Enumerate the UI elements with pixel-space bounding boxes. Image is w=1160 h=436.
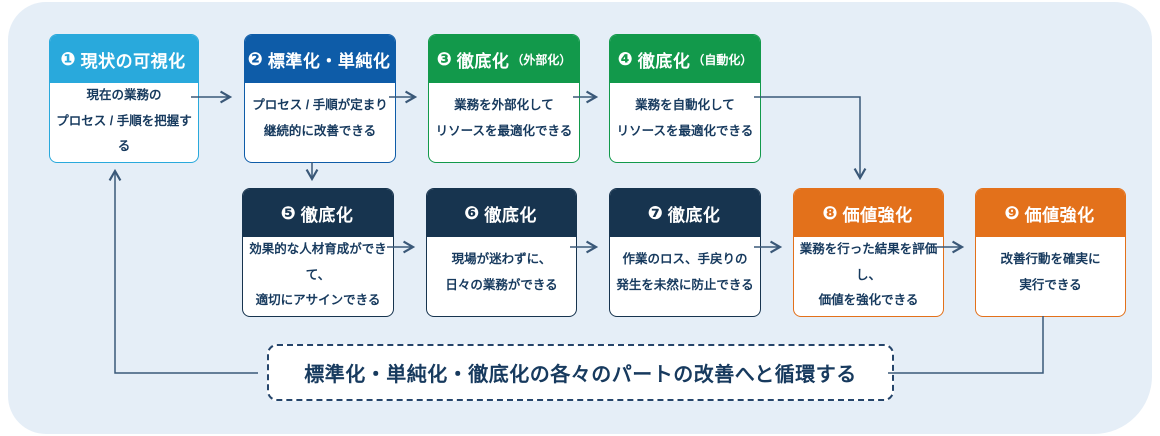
step-box-3-thoroughness-outsourcing: ❸ 徹底化 （外部化） 業務を外部化して リソースを最適化できる	[428, 34, 580, 163]
step-9-header: ❾ 価値強化	[976, 189, 1125, 237]
step-6-description-line2: 日々の業務ができる	[445, 277, 558, 292]
step-1-header: ❶ 現状の可視化	[50, 35, 198, 83]
step-7-number-icon: ❼	[647, 203, 663, 223]
step-3-title-suffix: （外部化）	[511, 52, 572, 67]
step-4-title: 徹底化	[637, 51, 691, 71]
step-2-description-line2: 継続的に改善できる	[263, 123, 377, 138]
step-6-header: ❻ 徹底化	[427, 189, 576, 237]
step-box-9-value-enhancement: ❾ 価値強化 改善行動を確実に 実行できる	[975, 188, 1126, 317]
step-box-1-visualization: ❶ 現状の可視化 現在の業務の プロセス / 手順を把握する	[49, 34, 199, 163]
step-box-4-thoroughness-automation: ❹ 徹底化 （自動化） 業務を自動化して リソースを最適化できる	[609, 34, 761, 163]
step-3-number-icon: ❸	[436, 49, 452, 69]
step-box-8-value-enhancement: ❽ 価値強化 業務を行った結果を評価し、 価値を強化できる	[793, 188, 944, 317]
step-3-description-line1: 業務を外部化して	[454, 97, 554, 112]
step-2-number-icon: ❷	[247, 49, 263, 69]
step-1-description-line1: 現在の業務の	[86, 88, 162, 102]
step-2-description: プロセス / 手順が定まり 継続的に改善できる	[245, 83, 395, 162]
step-4-description-line1: 業務を自動化して	[635, 97, 735, 112]
step-2-header: ❷ 標準化・単純化	[245, 35, 395, 83]
step-2-description-line1: プロセス / 手順が定まり	[252, 97, 388, 112]
step-3-title: 徹底化	[456, 51, 510, 71]
step-5-number-icon: ❺	[280, 203, 296, 223]
step-6-title: 徹底化	[484, 205, 537, 225]
step-5-description-line2: 適切にアサインできる	[255, 293, 381, 308]
step-5-title: 徹底化	[300, 205, 354, 225]
step-3-description: 業務を外部化して リソースを最適化できる	[429, 83, 579, 162]
step-2-title: 標準化・単純化	[267, 51, 391, 71]
loop-note-text: 標準化・単純化・徹底化の各々のパートの改善へと循環する	[304, 364, 857, 386]
step-8-number-icon: ❽	[822, 203, 838, 223]
step-box-5-thoroughness: ❺ 徹底化 効果的な人材育成ができて、 適切にアサインできる	[242, 188, 394, 317]
step-9-description: 改善行動を確実に 実行できる	[976, 237, 1125, 316]
step-9-description-line1: 改善行動を確実に	[1000, 251, 1101, 266]
step-7-description: 作業のロス、手戻りの 発生を未然に防止できる	[610, 237, 760, 316]
step-8-header: ❽ 価値強化	[794, 189, 943, 237]
step-6-description-line1: 現場が迷わずに、	[451, 251, 552, 266]
step-9-title: 価値強化	[1024, 205, 1095, 225]
step-8-description-line2: 価値を強化できる	[818, 293, 919, 308]
step-1-description: 現在の業務の プロセス / 手順を把握する	[50, 83, 198, 162]
loop-note-box: 標準化・単純化・徹底化の各々のパートの改善へと循環する	[267, 344, 894, 401]
step-box-6-thoroughness: ❻ 徹底化 現場が迷わずに、 日々の業務ができる	[426, 188, 577, 317]
process-flow-diagram-panel: ❶ 現状の可視化 現在の業務の プロセス / 手順を把握する ❷ 標準化・単純化…	[8, 2, 1152, 434]
step-7-description-line1: 作業のロス、手戻りの	[622, 251, 748, 266]
step-4-description-line2: リソースを最適化できる	[616, 123, 754, 138]
step-1-title: 現状の可視化	[80, 51, 186, 71]
step-6-description: 現場が迷わずに、 日々の業務ができる	[427, 237, 576, 316]
step-box-2-standardization: ❷ 標準化・単純化 プロセス / 手順が定まり 継続的に改善できる	[244, 34, 396, 163]
step-box-7-thoroughness: ❼ 徹底化 作業のロス、手戻りの 発生を未然に防止できる	[609, 188, 761, 317]
step-5-description: 効果的な人材育成ができて、 適切にアサインできる	[243, 237, 393, 316]
step-1-description-line2: プロセス / 手順を把握する	[56, 113, 192, 154]
step-4-description: 業務を自動化して リソースを最適化できる	[610, 83, 760, 162]
step-4-title-suffix: （自動化）	[692, 52, 753, 67]
step-7-description-line2: 発生を未然に防止できる	[616, 277, 754, 292]
step-9-number-icon: ❾	[1004, 203, 1020, 223]
step-8-title: 価値強化	[842, 205, 913, 225]
step-5-description-line1: 効果的な人材育成ができて、	[249, 242, 387, 282]
step-4-header: ❹ 徹底化 （自動化）	[610, 35, 760, 83]
step-3-header: ❸ 徹底化 （外部化）	[429, 35, 579, 83]
step-1-number-icon: ❶	[60, 49, 76, 69]
step-9-description-line2: 実行できる	[1019, 277, 1082, 292]
step-4-number-icon: ❹	[617, 49, 633, 69]
step-3-description-line2: リソースを最適化できる	[435, 123, 573, 138]
step-5-header: ❺ 徹底化	[243, 189, 393, 237]
step-6-number-icon: ❻	[464, 203, 480, 223]
step-8-description-line1: 業務を行った結果を評価し、	[799, 242, 938, 282]
step-7-header: ❼ 徹底化	[610, 189, 760, 237]
step-8-description: 業務を行った結果を評価し、 価値を強化できる	[794, 237, 943, 316]
step-7-title: 徹底化	[667, 205, 721, 225]
